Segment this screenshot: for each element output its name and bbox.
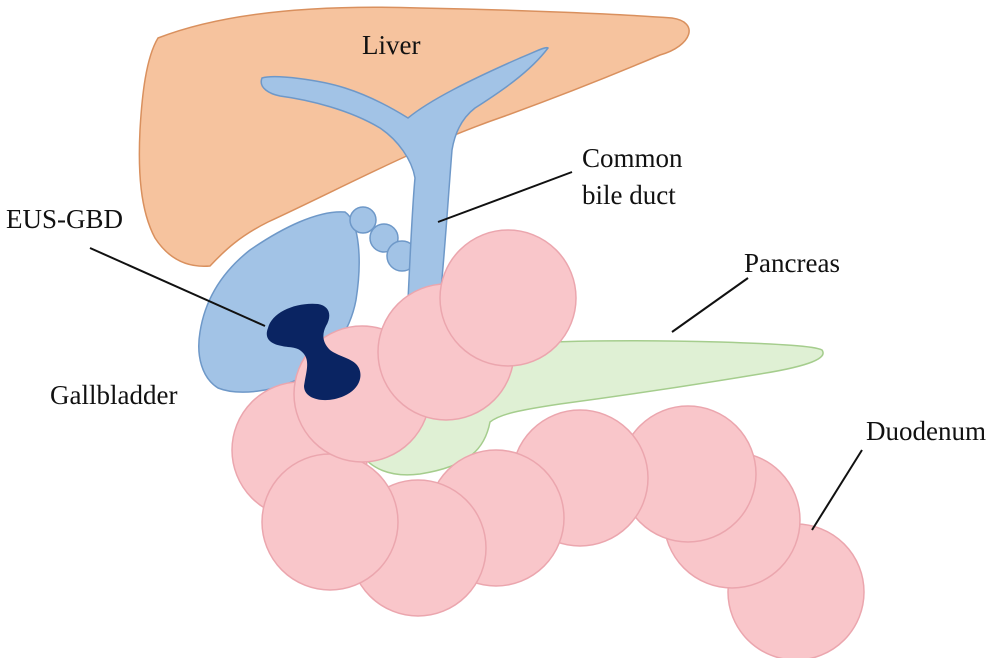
duodenum-segment: [439, 229, 577, 367]
leader-line-pancreas: [671, 277, 749, 333]
label-liver: Liver: [362, 30, 420, 60]
label-duodenum: Duodenum: [866, 416, 986, 446]
label-gallbladder: Gallbladder: [50, 380, 177, 410]
label-pancreas: Pancreas: [744, 248, 840, 278]
eus-gbd-stent: [266, 303, 361, 401]
label-common-bile-duct-line1: Common: [582, 143, 683, 173]
bile-duct-shape: [260, 46, 549, 301]
leader-line-duodenum: [811, 449, 863, 531]
duodenum-segment: [261, 453, 399, 591]
leader-line-eus-gbd: [89, 247, 266, 327]
leader-line-common-bile-duct: [437, 171, 573, 223]
label-common-bile-duct-line2: bile duct: [582, 180, 676, 210]
duodenum-shape: [231, 229, 865, 658]
label-eus-gbd: EUS-GBD: [6, 204, 123, 234]
cystic-duct-bead: [349, 206, 377, 234]
